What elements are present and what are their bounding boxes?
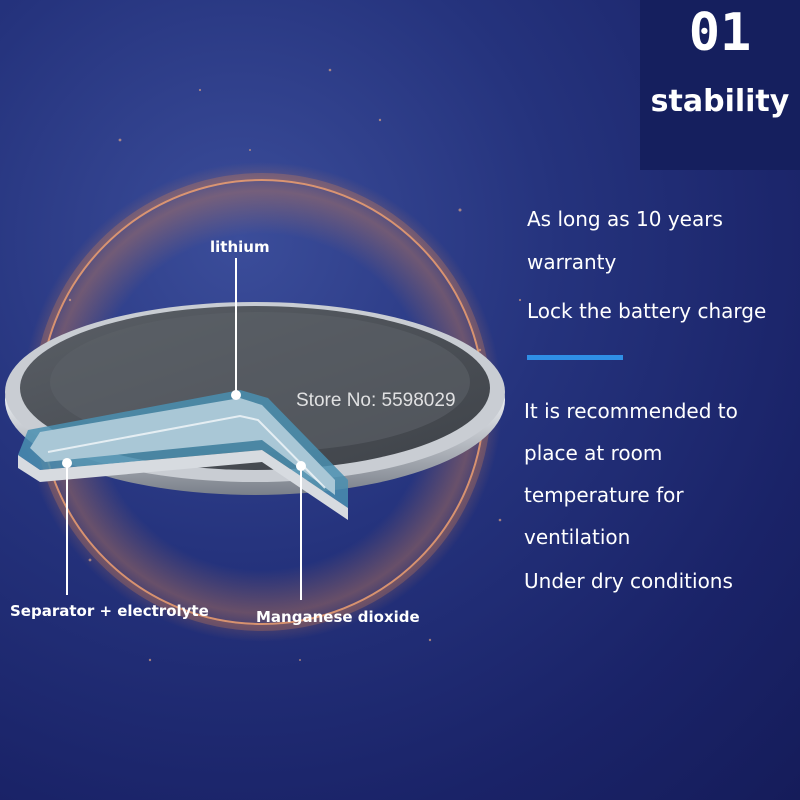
label-separator: Separator + electrolyte [10, 602, 209, 620]
label-manganese: Manganese dioxide [256, 608, 420, 626]
section-title: stability [650, 84, 790, 119]
recommend-line-1: It is recommended to [524, 399, 738, 423]
feature-line-2: warranty [527, 250, 617, 274]
section-badge: 01 stability [640, 0, 800, 170]
feature-line-3: Lock the battery charge [527, 299, 767, 323]
recommend-line-2: place at room [524, 441, 663, 465]
recommend-line-4: ventilation [524, 525, 631, 549]
recommend-line-3: temperature for [524, 483, 684, 507]
label-lithium: lithium [210, 238, 270, 256]
feature-line-1: As long as 10 years [527, 207, 723, 231]
recommend-line-5: Under dry conditions [524, 569, 733, 593]
accent-divider [527, 355, 623, 360]
section-number: 01 [688, 3, 752, 63]
store-watermark: Store No: 5598029 [296, 390, 456, 411]
